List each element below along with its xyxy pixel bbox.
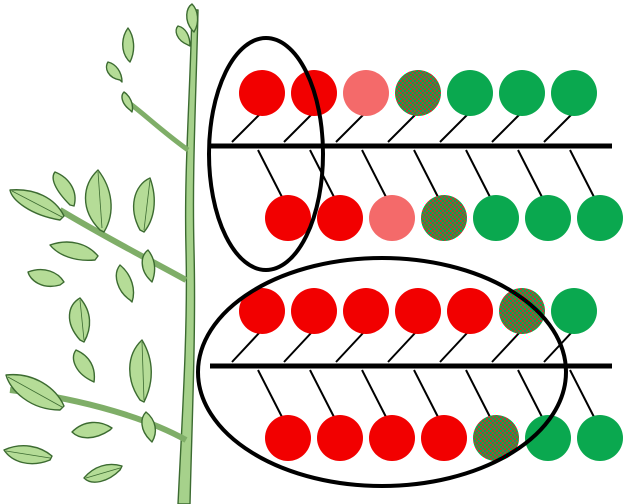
leaf (71, 421, 113, 439)
leaf (105, 61, 123, 83)
leaf (122, 27, 135, 63)
fruit-stalk (283, 113, 313, 143)
fruit-stalk (413, 149, 439, 198)
fruit-stalk (569, 369, 595, 418)
tomato-fruit-green (525, 415, 571, 461)
tomato-fruit-ripe (421, 415, 467, 461)
fruit-stalk (465, 149, 491, 198)
tomato-fruit-ripe (343, 288, 389, 334)
tomato-plant-illustration (3, 3, 199, 504)
fruit-stalk (517, 149, 543, 198)
leaf (49, 241, 99, 262)
fruit-stalk (361, 369, 387, 418)
fruit-stalk (439, 113, 469, 143)
tomato-fruit-ripe (395, 288, 441, 334)
leaf (115, 264, 135, 303)
leaf (52, 171, 76, 207)
tomato-fruit-ripe (239, 288, 285, 334)
tomato-fruit-green (499, 70, 545, 116)
tomato-fruit-green (551, 70, 597, 116)
tomato-fruit-green (525, 195, 571, 241)
tomato-fruit-turning (395, 70, 441, 116)
leaf (72, 349, 96, 383)
fruit-stalk (387, 113, 417, 143)
highlight-ellipse-first-fruits (207, 36, 325, 272)
fruit-stalk (491, 331, 521, 363)
leaf (68, 297, 91, 343)
main-stem (177, 9, 199, 504)
tomato-fruit-ripe (265, 195, 311, 241)
leaf (175, 25, 191, 47)
branch-middle (58, 207, 188, 283)
tomato-fruit-green (551, 288, 597, 334)
fruit-stalk (335, 113, 365, 143)
leaf (186, 3, 199, 33)
tomato-fruit-ripe (317, 195, 363, 241)
leaf (121, 91, 134, 113)
fruit-stalk (283, 331, 313, 363)
fruit-stalk (543, 331, 573, 363)
tomato-fruit-ripe (447, 288, 493, 334)
fruit-stalk (257, 369, 283, 418)
fruit-stalk (517, 369, 543, 418)
fruit-stalk (231, 331, 261, 363)
fruit-stalk (413, 369, 439, 418)
leaf (84, 169, 112, 233)
leaf (141, 411, 157, 443)
highlight-ellipse-lower-truss (196, 256, 568, 488)
fruit-stalk (335, 331, 365, 363)
tomato-fruit-ripe (239, 70, 285, 116)
tomato-fruit-green (577, 195, 623, 241)
tomato-fruit-breaker (343, 70, 389, 116)
fruit-stalk (491, 113, 521, 143)
tomato-fruit-green (577, 415, 623, 461)
tomato-fruit-turning (473, 415, 519, 461)
tomato-fruit-turning (499, 288, 545, 334)
leaf (129, 339, 152, 403)
fruit-stalk (257, 149, 283, 198)
tomato-fruit-green (473, 195, 519, 241)
fruit-stalk (465, 369, 491, 418)
leaf (27, 268, 65, 287)
tomato-fruit-ripe (369, 415, 415, 461)
tomato-fruit-breaker (369, 195, 415, 241)
fruit-stalk (309, 369, 335, 418)
fruit-stalk (387, 331, 417, 363)
tomato-fruit-ripe (317, 415, 363, 461)
fruit-stalk (361, 149, 387, 198)
tomato-fruit-ripe (265, 415, 311, 461)
leaf (141, 249, 156, 283)
tomato-fruit-ripe (291, 288, 337, 334)
tomato-fruit-green (447, 70, 493, 116)
fruit-stalk (543, 113, 573, 143)
fruit-stalk (439, 331, 469, 363)
fruit-stalk (231, 113, 261, 143)
tomato-fruit-turning (421, 195, 467, 241)
leaf (133, 177, 155, 233)
fruit-stalk (569, 149, 595, 198)
